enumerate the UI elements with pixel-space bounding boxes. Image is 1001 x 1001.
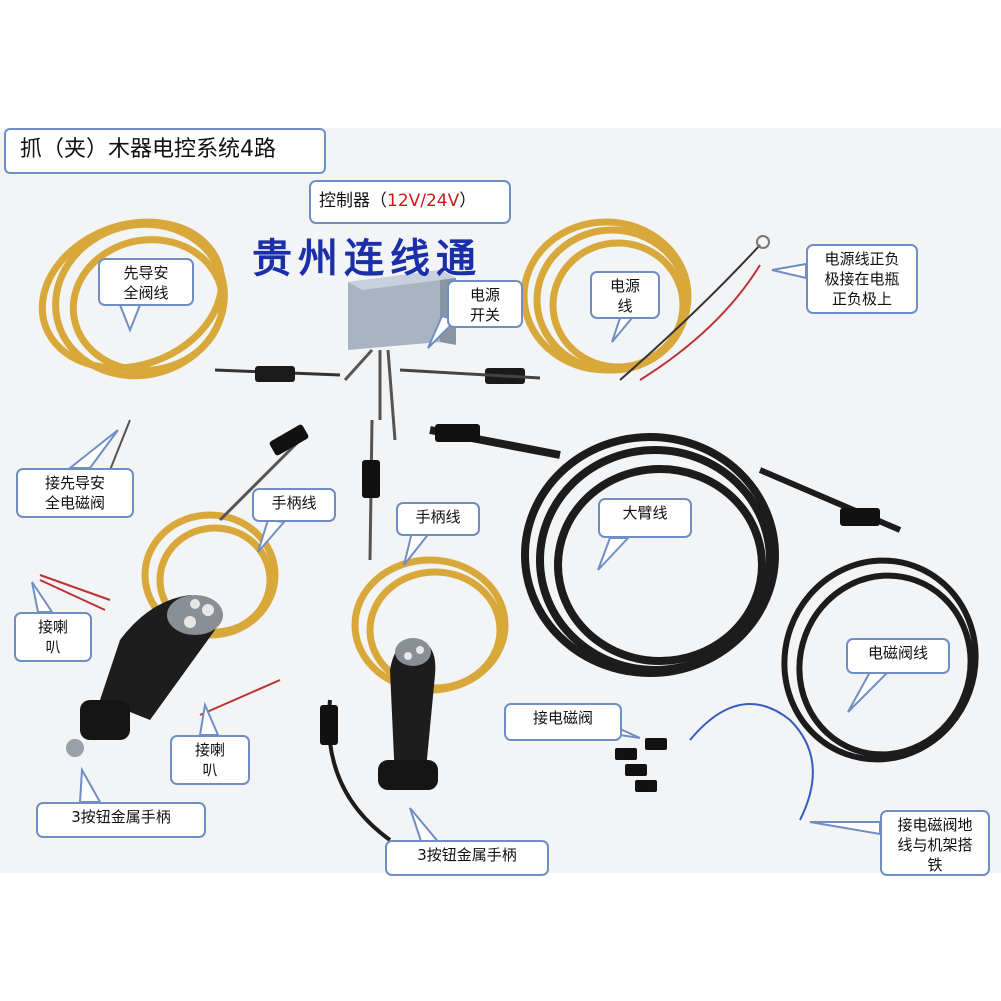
label-power-line: 电源 线: [590, 271, 660, 319]
solenoid-plugs: [615, 738, 667, 792]
wiring-harness-illustration: [0, 128, 1001, 873]
power-lead-black: [619, 244, 761, 381]
power-lead-red: [639, 264, 761, 381]
power-link-wire: [399, 368, 541, 380]
power-cable-coil: [520, 218, 692, 374]
pilot-valve-connector: [255, 366, 295, 382]
label-pilot-valve-line: 先导安 全阀线: [98, 258, 194, 306]
label-solenoid-valve-line: 电磁阀线: [846, 638, 950, 674]
left-horn-wires: [39, 574, 111, 611]
boom-cable-coil: [521, 433, 779, 677]
label-handle-left: 3按钮金属手柄: [36, 802, 206, 838]
left-handle-connector: [269, 424, 309, 456]
left-joystick: [66, 595, 223, 757]
solenoid-connector: [840, 508, 880, 526]
pilot-solenoid-wire: [109, 419, 131, 471]
label-handle-line-left: 手柄线: [252, 488, 336, 522]
controller-label-close: ）: [459, 191, 477, 211]
label-connect-solenoid: 接电磁阀: [504, 703, 622, 741]
controller-label-text: 控制器（: [319, 191, 387, 211]
label-handle-right: 3按钮金属手柄: [385, 840, 549, 876]
controller-label: 控制器（12V/24V）: [309, 180, 511, 224]
left-horn-wires-2: [199, 679, 281, 716]
right-handle-connector: [362, 460, 380, 498]
label-horn-left: 接喇 叭: [14, 612, 92, 662]
label-ground-note: 接电磁阀地 线与机架搭 铁: [880, 810, 990, 876]
controller-voltage: 12V/24V: [387, 191, 460, 211]
right-inline-connector: [320, 705, 338, 745]
controller-unit: [348, 270, 456, 350]
diagram-title: 抓（夹）木器电控系统4路: [4, 128, 326, 174]
solenoid-cable-coil: [781, 557, 979, 763]
label-boom-line: 大臂线: [598, 498, 692, 538]
solenoid-ground-wire-blue: [689, 703, 814, 821]
label-battery-note: 电源线正负 极接在电瓶 正负极上: [806, 244, 918, 314]
left-handle-lead: [218, 438, 302, 522]
label-handle-line-right: 手柄线: [396, 502, 480, 536]
label-pilot-solenoid: 接先导安 全电磁阀: [16, 468, 134, 518]
label-horn-right: 接喇 叭: [170, 735, 250, 785]
controller-wire-bundle: [343, 348, 397, 441]
watermark-text: 贵州连线通: [252, 235, 482, 282]
battery-ring-terminal: [756, 235, 770, 249]
boom-connector: [435, 424, 480, 442]
pilot-valve-cable-coil: [38, 218, 228, 380]
right-joystick: [378, 638, 438, 790]
label-power-switch: 电源 开关: [447, 280, 523, 328]
